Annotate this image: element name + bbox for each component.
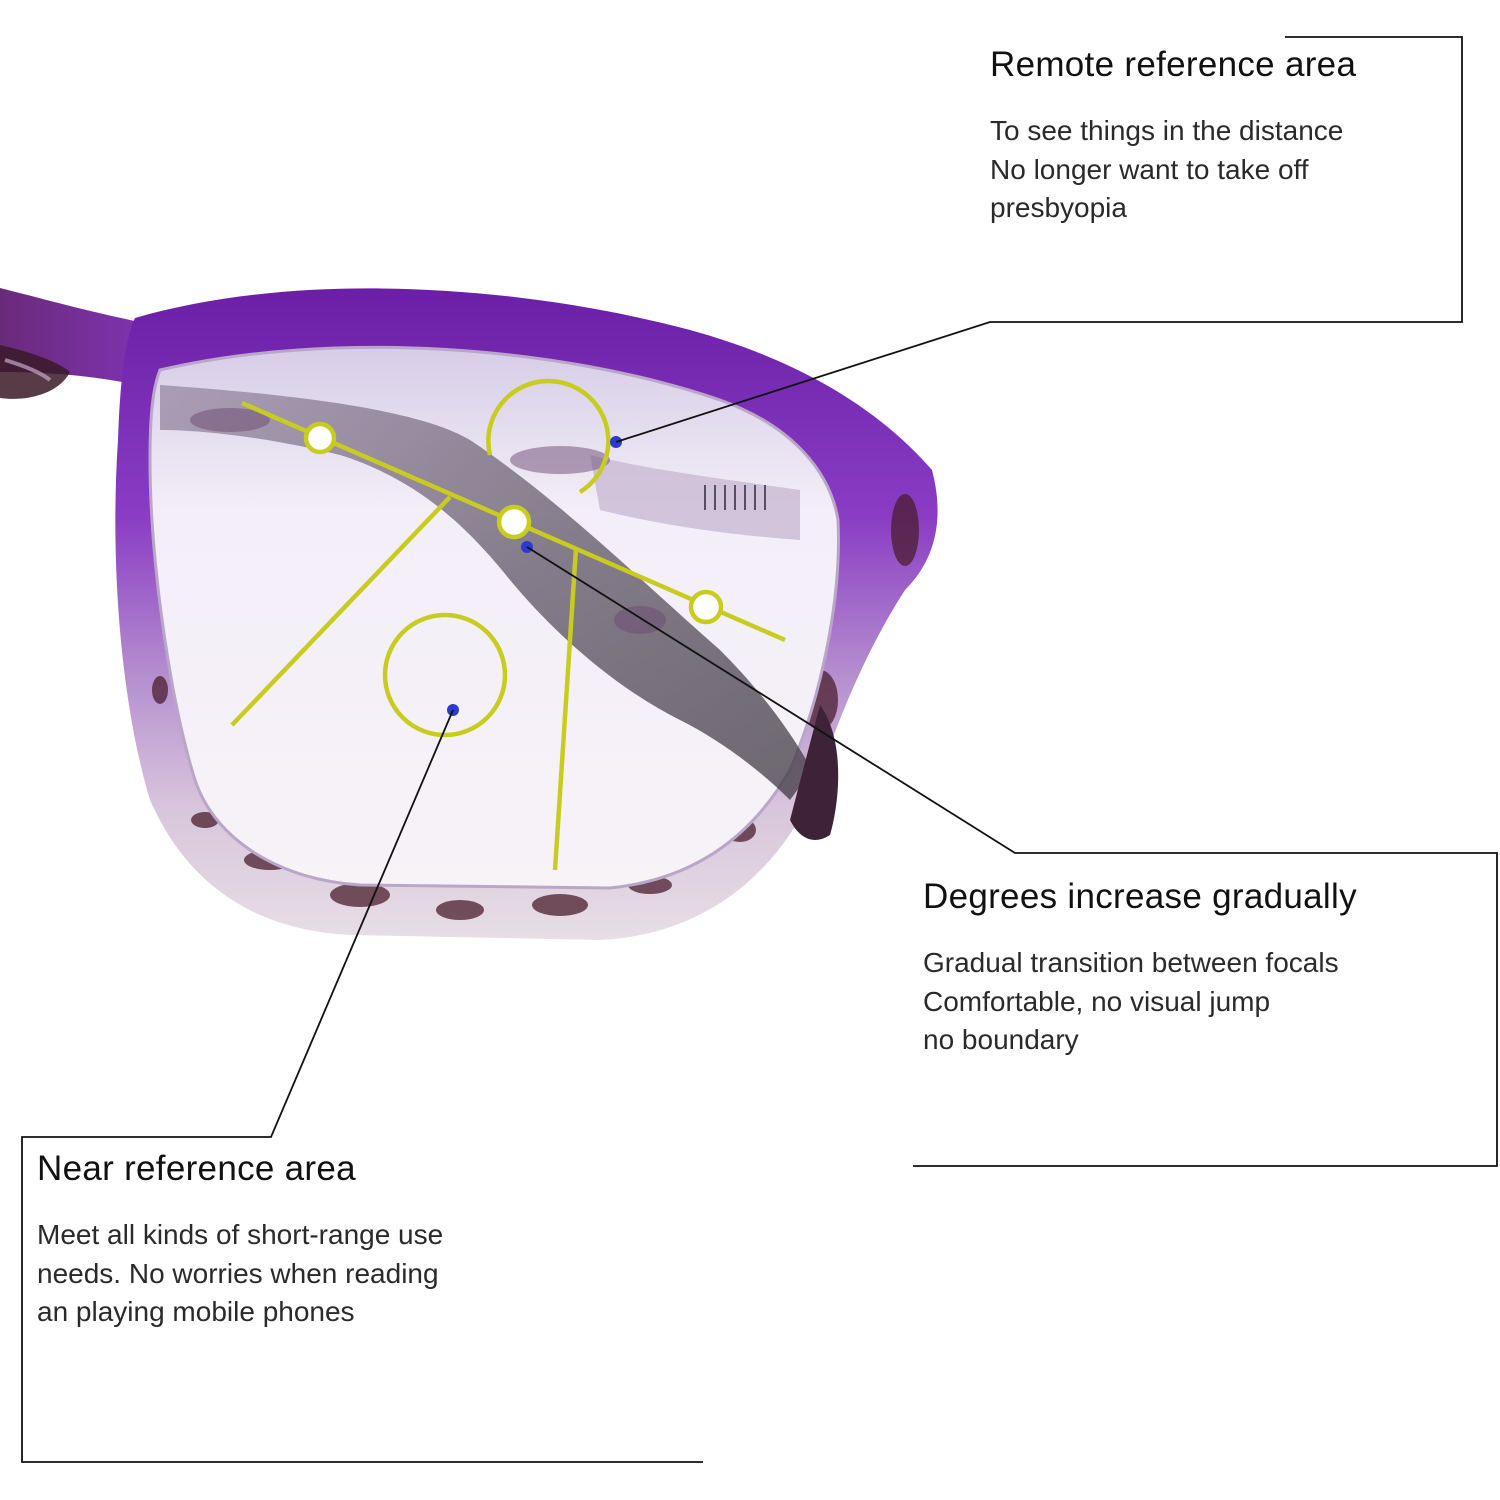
degrees-increase-callout: Degrees increase gradually Gradual trans… xyxy=(923,876,1357,1060)
near-leader xyxy=(21,709,703,1463)
near-reference-description: Meet all kinds of short-range use needs.… xyxy=(37,1216,443,1332)
remote-line-2: No longer want to take off xyxy=(990,153,1309,185)
near-reference-title: Near reference area xyxy=(37,1149,356,1188)
remote-reference-description: To see things in the distance No longer … xyxy=(990,112,1356,228)
near-line-3: an playing mobile phones xyxy=(37,1296,355,1327)
degrees-leader xyxy=(526,546,1498,1167)
degrees-line-3: no boundary xyxy=(923,1024,1079,1055)
remote-reference-title: Remote reference area xyxy=(990,45,1357,84)
near-line-2: needs. No worries when reading xyxy=(37,1257,439,1289)
remote-reference-callout: Remote reference area To see things in t… xyxy=(990,44,1356,228)
degrees-line-1: Gradual transition between focals xyxy=(923,947,1339,978)
remote-line-1: To see things in the distance xyxy=(990,115,1344,146)
remote-leader xyxy=(615,36,1463,443)
temple-through-lens xyxy=(160,385,839,840)
leader-lines xyxy=(21,36,1498,1463)
degrees-increase-description: Gradual transition between focals Comfor… xyxy=(923,944,1357,1060)
remote-line-3: presbyopia xyxy=(990,192,1127,223)
progressive-zone-guides xyxy=(230,378,786,871)
degrees-line-2: Comfortable, no visual jump xyxy=(923,985,1271,1017)
near-line-1: Meet all kinds of short-range use xyxy=(37,1219,444,1250)
near-reference-callout: Near reference area Meet all kinds of sh… xyxy=(37,1148,443,1332)
left-arm xyxy=(0,288,150,399)
degrees-increase-title: Degrees increase gradually xyxy=(923,877,1357,916)
